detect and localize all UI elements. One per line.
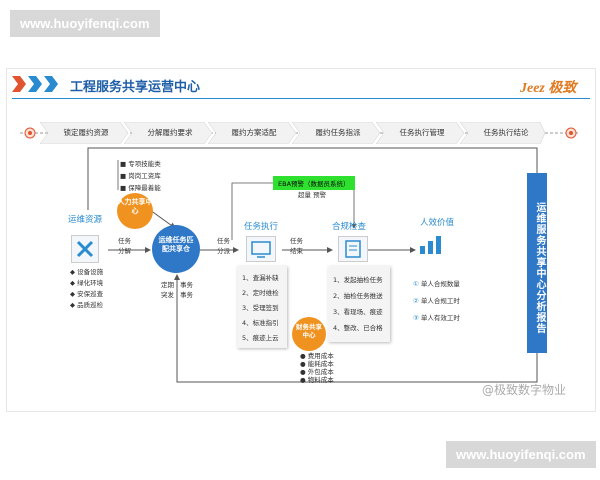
footer-credit: @极致数字物业	[482, 383, 567, 397]
list-item: ◆ 绿化环境	[70, 279, 104, 287]
list-item: ③ 单人有效工时	[413, 314, 460, 322]
stage-5: 任务执行管理	[399, 128, 445, 137]
task-assign-label: 任务分派	[217, 237, 230, 255]
list-item: ● 费用成本	[300, 352, 334, 360]
hr-center-circle: 人力共享中心	[117, 193, 153, 229]
list-item: ◆ 安保巡查	[70, 290, 104, 298]
watermark-bottom: www.huoyifenqi.com	[446, 441, 596, 468]
hub-circle: 运维任务匹配共享仓	[152, 225, 200, 273]
finance-items: ● 费用成本 ● 能耗成本 ● 外包成本 ● 物料成本	[300, 352, 334, 384]
ops-resource-title: 运维资源	[68, 215, 103, 225]
efficiency-title: 人效价值	[420, 218, 455, 228]
task-decompose-label: 任务分解	[118, 237, 131, 255]
list-item: ① 单人合规数量	[413, 280, 460, 288]
hr-item: ■ 岗岗工资库	[120, 172, 161, 180]
efficiency-list: ① 单人合规数量 ② 单人合规工时 ③ 单人有效工时	[413, 276, 460, 327]
list-item: ◆ 设备设施	[70, 268, 104, 276]
list-item: 1、查漏补缺	[242, 274, 279, 282]
stage-3: 履约方案适配	[231, 128, 277, 137]
stage-6: 任务执行结论	[483, 128, 529, 137]
task-exec-title: 任务执行	[244, 222, 279, 232]
analysis-report-bar: 运维服务共享中心分析报告	[527, 173, 547, 353]
stage-chevron-shapes	[40, 122, 545, 144]
header-chevrons-icon	[12, 76, 58, 92]
stage-2: 分解履约要求	[147, 128, 193, 137]
hr-items: ■ 专项技能类 ■ 岗岗工资库 ■ 保障最着能	[120, 158, 161, 194]
list-item: ● 能耗成本	[300, 360, 334, 368]
alarm-label: 超量 预警	[298, 191, 327, 199]
list-item: ● 物料成本	[300, 376, 334, 384]
ops-resource-list: ◆ 设备设施 ◆ 绿化环境 ◆ 安保巡查 ◆ 品质巡检	[70, 267, 103, 311]
contract-check-title: 合规检查	[332, 222, 367, 232]
event-label: 事务 事务	[180, 281, 193, 299]
screen-icon	[246, 236, 276, 262]
list-item: 2、定时维检	[242, 289, 279, 297]
contract-check-list: 1、发起抽检任务 2、抽检任务推送 3、看现场、痕迹 4、整改、已合格	[328, 266, 390, 342]
hr-item: ■ 保障最着能	[120, 184, 161, 192]
tools-icon	[71, 235, 99, 263]
header-divider	[12, 98, 590, 99]
list-item: 3、受理签到	[242, 304, 279, 312]
list-item: 4、整改、已合格	[333, 324, 383, 332]
hr-item: ■ 专项技能类	[120, 160, 161, 168]
brand-logo: Jeez 极致	[520, 81, 577, 96]
list-item: ② 单人合规工时	[413, 297, 460, 305]
list-item: 4、标准指引	[242, 319, 279, 327]
growth-chart-icon	[420, 236, 441, 254]
task-exec-list: 1、查漏补缺 2、定时维检 3、受理签到 4、标准指引 5、痕迹上云	[237, 266, 287, 348]
diagram-title: 工程服务共享运营中心	[70, 80, 201, 95]
finance-center-circle: 财务共享中心	[292, 317, 326, 351]
task-end-label: 任务结束	[290, 237, 303, 255]
list-item: 5、痕迹上云	[242, 334, 279, 342]
list-item: 2、抽检任务推送	[333, 292, 383, 300]
stage-1: 锁定履约资源	[63, 128, 109, 137]
regular-label: 定期 突发	[161, 281, 174, 299]
eba-alert-tag: EBA预警（数据员系统）	[273, 176, 355, 190]
list-item: 3、看现场、痕迹	[333, 308, 383, 316]
watermark-top: www.huoyifenqi.com	[10, 10, 160, 37]
checklist-icon	[338, 236, 368, 262]
list-item: ◆ 品质巡检	[70, 301, 104, 309]
list-item: ● 外包成本	[300, 368, 334, 376]
list-item: 1、发起抽检任务	[333, 276, 383, 284]
stage-4: 履约任务指派	[315, 128, 361, 137]
